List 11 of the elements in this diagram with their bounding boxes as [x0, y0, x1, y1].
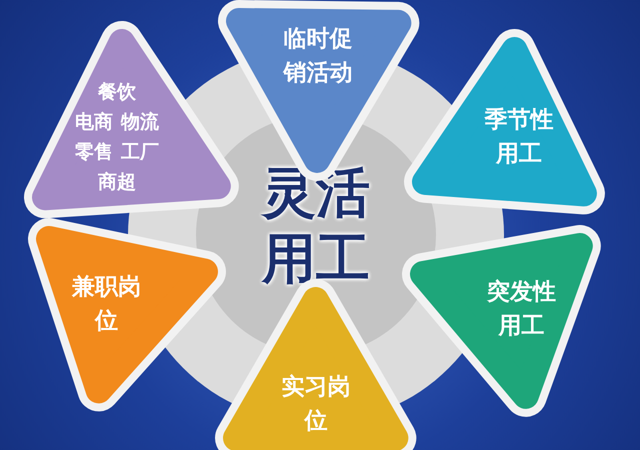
category-label: 商超: [97, 170, 138, 195]
category-label: 工厂: [121, 140, 160, 165]
category-label: 季节性用工: [483, 106, 554, 169]
category-label: 实习岗位: [280, 373, 351, 436]
category-label: 餐饮: [97, 80, 138, 105]
category-label: 零售: [75, 140, 114, 165]
category-label: 电商: [75, 110, 114, 135]
category-label: 物流: [121, 110, 160, 135]
category-label: 临时促销活动: [283, 25, 354, 88]
category-label: 突发性用工: [486, 278, 557, 342]
category-label: 兼职岗位: [72, 272, 142, 336]
